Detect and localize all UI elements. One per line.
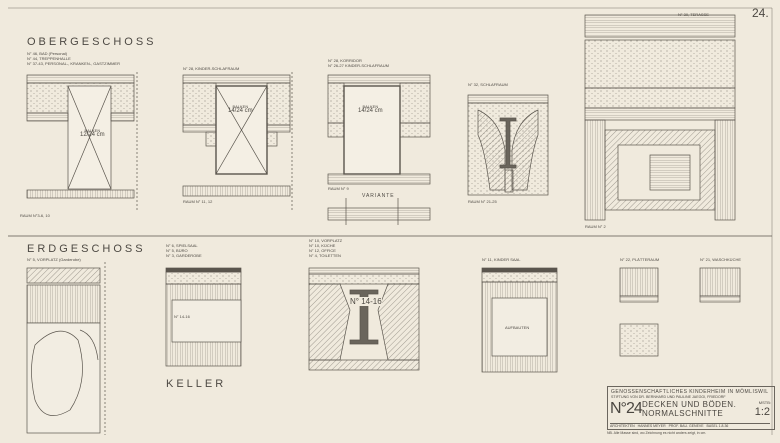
drawing-title: DECKEN UND BÖDEN.NORMALSCHNITTE: [642, 400, 737, 418]
upper-detail-3: [327, 74, 431, 225]
ground-detail-3: [308, 267, 420, 371]
upper-3-variant: VARIANTE: [362, 193, 395, 199]
terrace-rooms: N° 30, TERASSE: [678, 12, 709, 17]
foundation-name: STIFTUNG VON DR. BERNHARD UND PAULINE JA…: [611, 395, 726, 399]
footnote: NB. Alle Masse sind, wo Zeichnung es nic…: [607, 431, 707, 435]
ground-detail-1: [26, 262, 106, 435]
ground-6-rooms: N° 21, WASCHKÜCHE: [700, 257, 742, 262]
ground-2-label: N° 14-16: [174, 314, 190, 319]
upper-2-room-ref: RAUM N° 11, 12: [183, 199, 213, 204]
heading-obergeschoss: OBERGESCHOSS: [27, 36, 157, 48]
title-block: GENOSSENSCHAFTLICHES KINDERHEIM IN MÖMLI…: [607, 386, 775, 430]
scale-value: 1:2: [754, 406, 770, 418]
ground-1-rooms: N° 5, VORPLATZ (Garderobe): [27, 257, 81, 262]
drawing-number: N°24: [610, 400, 643, 417]
client-name: GENOSSENSCHAFTLICHES KINDERHEIM IN MÖMLI…: [611, 389, 769, 395]
upper-4-rooms: N° 32, SCHLAFRAUM: [468, 82, 508, 87]
ground-3-label: N° 14-16: [350, 297, 382, 306]
architects-row: ARCHITEKTEN HANNES MEYER PROF. BAU. GENE…: [610, 423, 770, 428]
upper-1-room-ref: RAUM N°3-6, 10: [20, 213, 50, 218]
scale-label: MSTB:: [758, 400, 771, 405]
upper-1-rooms: N° 46, BAD (Personal)N° 44, TREPPENHALLE…: [27, 51, 120, 66]
page-number: 24.: [752, 6, 769, 20]
upper-detail-2: [182, 72, 293, 210]
ground-detail-5: [619, 267, 741, 357]
upper-4-room-ref: RAUM N° 21-25: [468, 199, 497, 204]
upper-detail-4: [467, 94, 549, 196]
terrace-detail: [584, 14, 736, 221]
ground-4-label: AUFBAUTEN: [505, 325, 530, 330]
upper-2-rooms: N° 28, KINDER-SCHLAFRAUM: [183, 66, 240, 71]
ground-4-rooms: N° 11, KINDER SAAL: [482, 257, 521, 262]
ground-detail-2: [165, 267, 242, 367]
ground-detail-4: [481, 267, 558, 373]
ground-5-rooms: N° 22, PLÄTTERAUM: [620, 257, 660, 262]
upper-3-room-ref: RAUM N° 9: [328, 186, 349, 191]
terrace-room-ref: RAUM N° 2: [585, 224, 606, 229]
heading-erdgeschoss: ERDGESCHOSS: [27, 243, 146, 255]
heading-keller: KELLER: [166, 378, 227, 390]
upper-detail-1: [26, 72, 138, 210]
